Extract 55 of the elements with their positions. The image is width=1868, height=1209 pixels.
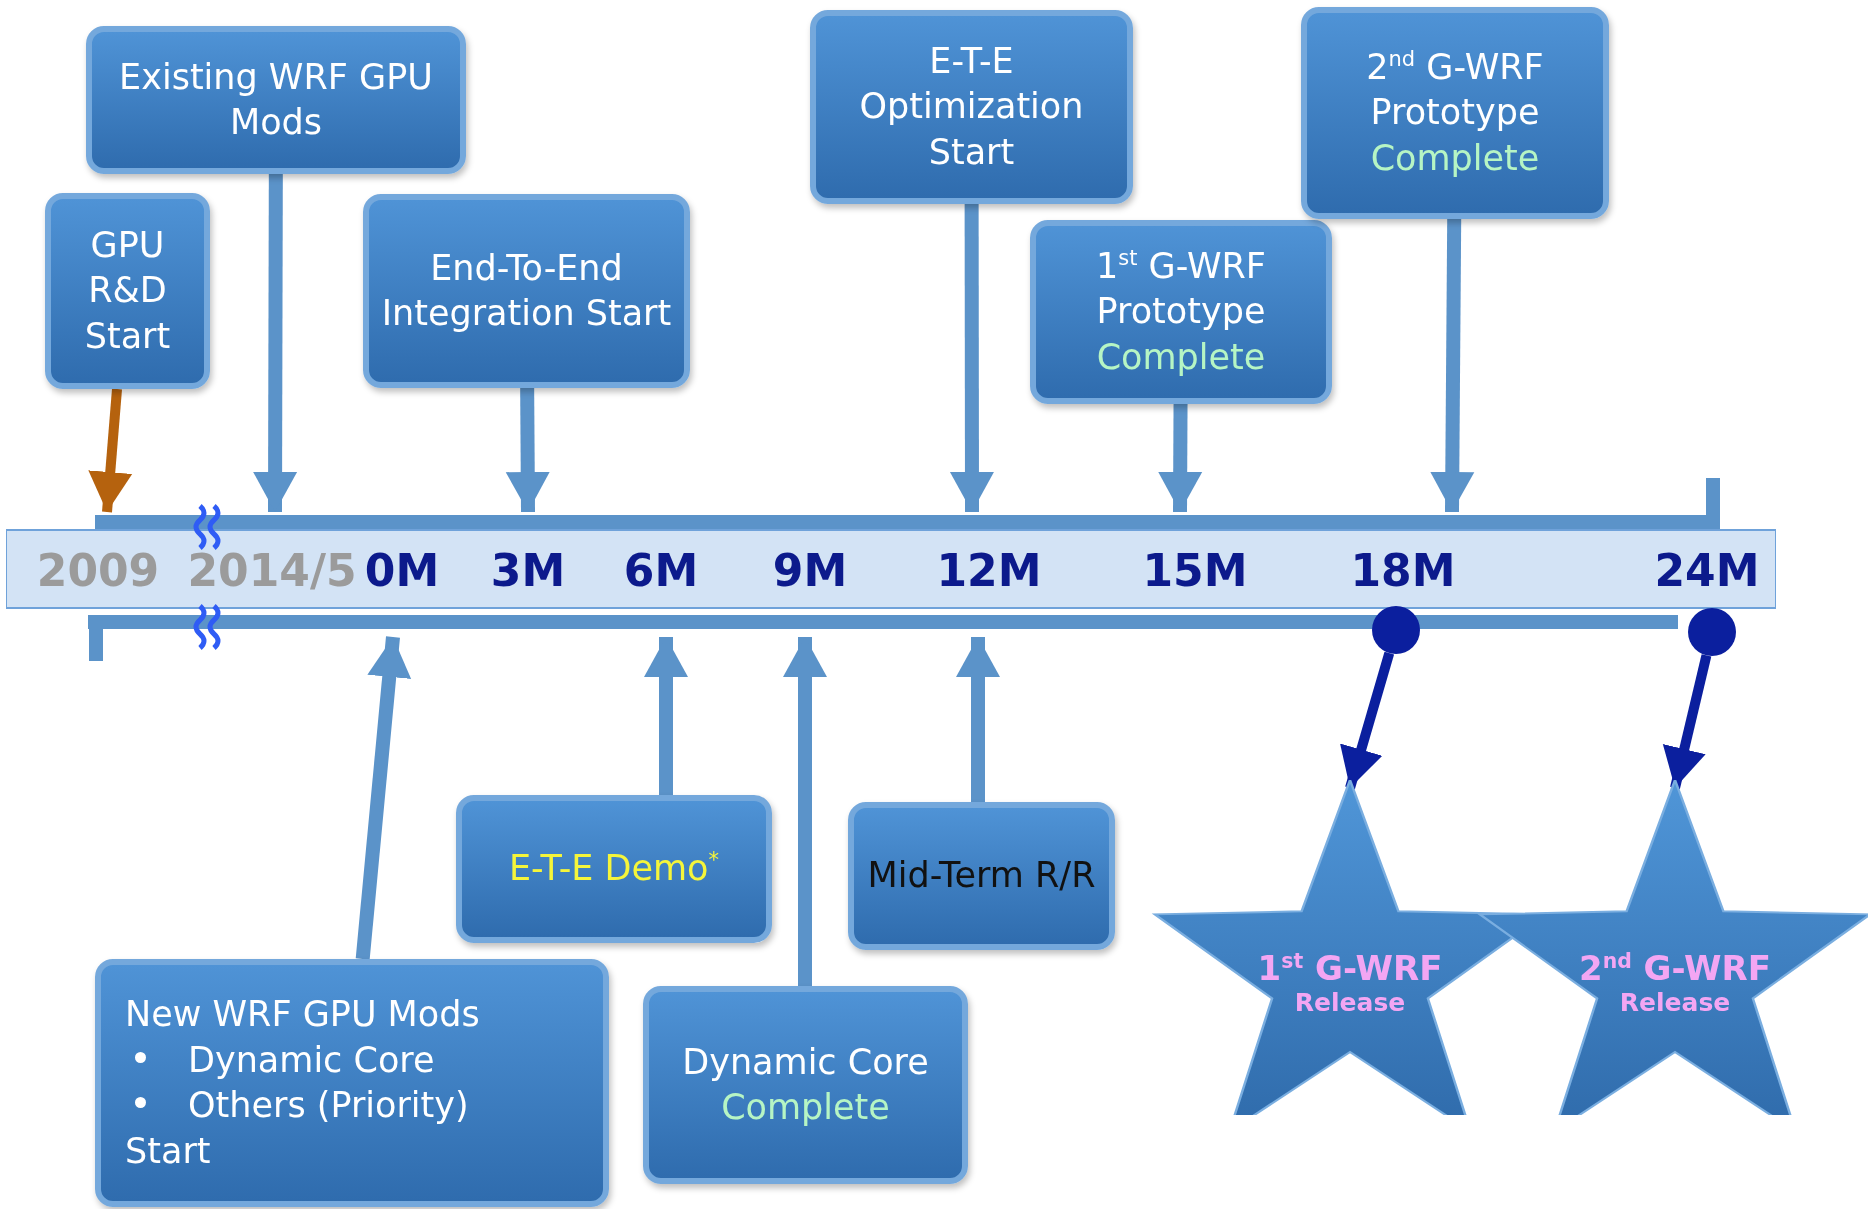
star-subtitle: Release (1619, 988, 1731, 1017)
milestone-box (363, 194, 690, 388)
milestone-box (456, 795, 772, 943)
box-text: End-To-End Integration Start (380, 246, 673, 335)
milestone-box (45, 193, 210, 389)
box-text: E-T-E Optimization Start (858, 39, 1085, 174)
box-text: GPU R&D Start (83, 223, 172, 358)
month-label: 3M (490, 545, 566, 596)
milestone-box (95, 959, 609, 1207)
box-text: Complete (721, 1086, 890, 1129)
arrow (253, 174, 298, 512)
star-subtitle: Release (1294, 988, 1406, 1017)
month-label: 9M (772, 545, 848, 596)
milestone-box (848, 802, 1115, 950)
milestone-box (1030, 220, 1332, 404)
box-text: Complete (1096, 335, 1266, 379)
box-text: Start (125, 1129, 211, 1173)
month-label: 0M (364, 545, 440, 596)
arrow (644, 637, 688, 795)
milestone-box (86, 26, 466, 174)
arrow (1662, 654, 1712, 790)
box-text: 1$^{st}$ G-WRF Prototype (1095, 244, 1267, 334)
milestone-box (643, 986, 968, 1184)
month-label: 6M (623, 545, 699, 596)
arrow (88, 388, 133, 513)
month-label: 18M (1350, 545, 1456, 596)
list-item: Others (Priority) (188, 1084, 469, 1127)
year-label: 2009 (36, 545, 160, 596)
box-text: Mid-Term R/R (867, 854, 1096, 898)
box-text: Existing WRF GPU Mods (118, 55, 434, 144)
milestone-box (810, 10, 1133, 204)
box-text: Dynamic Core (682, 1040, 929, 1084)
list-item: Dynamic Core (188, 1038, 435, 1082)
star-title: 2$^{nd}$ G-WRF (1578, 948, 1771, 988)
month-label: 15M (1142, 545, 1248, 596)
arrow (1158, 403, 1203, 513)
year-label: 2014/5 (187, 545, 357, 596)
box-text: New WRF GPU Mods (125, 993, 480, 1036)
arrow (956, 637, 1000, 802)
month-label: 12M (936, 545, 1042, 596)
arrow (355, 636, 412, 960)
arrow (1340, 651, 1395, 790)
timeline-bar (6, 515, 1776, 663)
arrow (783, 637, 827, 986)
milestone-dot (1688, 608, 1736, 656)
month-label: 24M (1654, 545, 1760, 596)
milestone-box (1301, 7, 1609, 219)
arrow (1430, 218, 1475, 513)
box-text: 2$^{nd}$ G-WRF Prototype (1365, 45, 1545, 135)
box-text: Complete (1370, 136, 1540, 180)
arrow (949, 204, 994, 512)
arrow (505, 387, 550, 513)
milestone-dot (1372, 606, 1420, 654)
box-text: E-T-E Demo$^{*}$ (508, 847, 720, 891)
star-title: 1$^{st}$ G-WRF (1257, 948, 1443, 988)
